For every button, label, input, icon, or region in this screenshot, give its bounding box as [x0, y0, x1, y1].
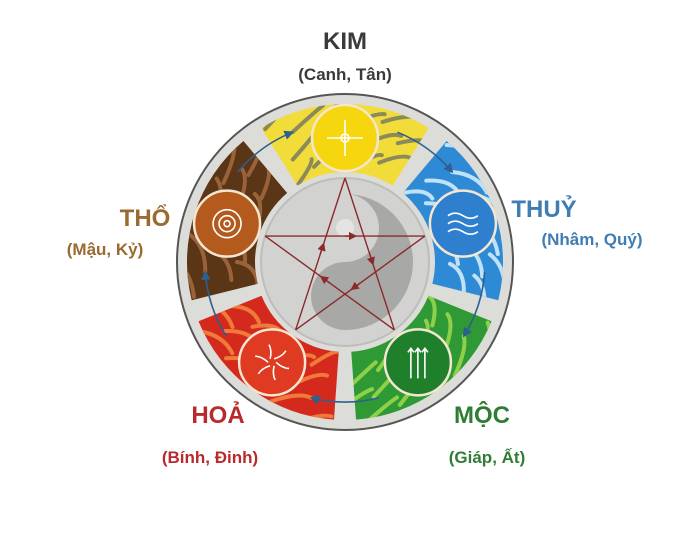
texture-stroke: [351, 387, 375, 412]
radiating-arrows-icon: [255, 344, 290, 381]
up-arrow: [407, 346, 415, 379]
generating-cycle-arrow: [462, 271, 486, 338]
generating-cycle-arrow: [237, 130, 295, 173]
texture-stroke: [295, 157, 314, 186]
texture-stroke: [187, 232, 208, 274]
texture-stroke: [402, 189, 435, 201]
spiral-inner: [223, 219, 231, 228]
wave: [447, 228, 479, 235]
wave: [447, 212, 479, 219]
wave: [447, 220, 479, 227]
controlling-cycle-arrow: [317, 242, 326, 255]
stems-tho: (Mậu, Kỷ): [66, 240, 144, 259]
texture-stroke: [351, 360, 378, 387]
texture-stroke: [268, 393, 314, 404]
up-arrow: [414, 346, 422, 379]
label-thuy: THUỶ: [511, 196, 577, 223]
sparkle-icon: [327, 120, 363, 156]
ray: [255, 355, 269, 363]
sparkle-core: [340, 133, 350, 143]
controlling-cycle-arrow: [319, 275, 331, 285]
texture-stroke: [452, 334, 467, 378]
label-hoa: HOẢ: [191, 402, 245, 429]
generating-cycle-arrow: [309, 395, 380, 405]
segment-hoa: [198, 295, 339, 420]
yin-yang-dot-light: [336, 219, 354, 237]
generating-cycle-arrow: [201, 270, 227, 337]
upward-arrows-icon: [407, 346, 429, 379]
texture-stroke: [487, 252, 503, 296]
element-circle-tho: [192, 189, 262, 258]
waves-icon: [447, 212, 479, 235]
texture-stroke: [395, 138, 429, 148]
ray: [268, 344, 272, 360]
ray: [257, 365, 271, 375]
ray: [273, 350, 287, 360]
texture-stroke: [472, 273, 487, 301]
controlling-cycle-arrow: [366, 253, 375, 266]
stems-hoa: (Bính, Đinh): [161, 448, 259, 467]
label-moc: MỘC: [454, 402, 510, 429]
texture-stroke: [450, 170, 490, 195]
up-arrow: [421, 346, 429, 379]
stems-kim: (Canh, Tân): [298, 65, 392, 84]
controlling-cycle-arrow: [350, 281, 361, 291]
texture-stroke: [186, 256, 196, 299]
segment-moc: [351, 295, 492, 420]
spiral-icon: [212, 208, 242, 239]
texture-stroke: [362, 395, 399, 420]
generating-cycle-arrow: [397, 131, 454, 174]
element-circle-hoa: [237, 328, 307, 397]
texture-stroke: [426, 295, 437, 328]
segment-tho: [186, 140, 288, 301]
stems-moc: (Giáp, Ất): [448, 448, 526, 467]
ray: [272, 365, 276, 381]
label-tho: THỔ: [119, 205, 171, 232]
sparkle-lines: [327, 120, 363, 156]
spiral-outer: [212, 208, 242, 239]
spiral-mid: [218, 214, 236, 233]
label-kim: KIM: [323, 28, 367, 55]
segment-kim: [261, 103, 429, 186]
stems-thuy: (Nhâm, Quý): [541, 230, 643, 249]
texture-stroke: [290, 104, 326, 135]
ray: [275, 361, 290, 370]
texture-stroke: [447, 261, 466, 296]
